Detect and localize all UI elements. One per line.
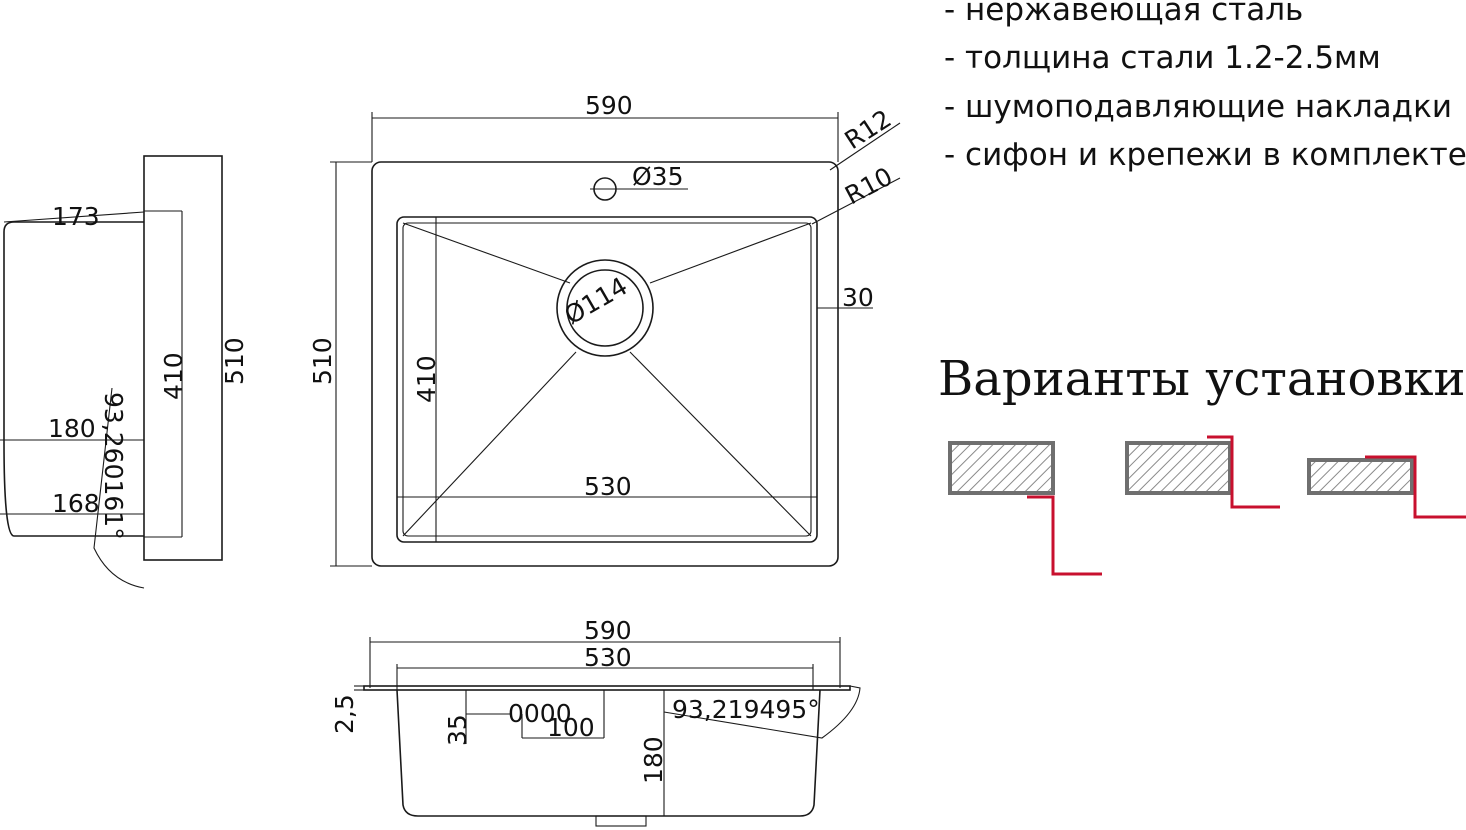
sink-mount-line xyxy=(1365,455,1466,519)
sink-mount-line xyxy=(1207,435,1280,509)
dim-side-angle: 93,260161° xyxy=(99,392,128,540)
dim-drain: Ø114 xyxy=(560,271,633,330)
dim-faucet-hole: Ø35 xyxy=(632,162,684,191)
radius-leader xyxy=(811,177,901,225)
slope-line xyxy=(402,222,571,284)
dim-173: 173 xyxy=(52,202,100,231)
dim-overflow-height: 35 xyxy=(443,714,472,746)
spec-item-siphon: - сифон и крепежи в комплекте xyxy=(944,137,1466,173)
install-variant-1 xyxy=(948,441,1102,576)
dim-overflow-width: 100 xyxy=(547,713,595,742)
dim-front-overall-width: 590 xyxy=(584,616,632,645)
dim-180: 180 xyxy=(48,414,96,443)
dim-rim-width: 30 xyxy=(842,283,874,312)
sink-bowl-inner xyxy=(402,222,812,537)
countertop-section xyxy=(948,441,1055,495)
angle-arc xyxy=(93,387,145,589)
flange-plate xyxy=(143,155,223,561)
dim-front-bowl-width: 530 xyxy=(584,643,632,672)
bowl-profile xyxy=(3,221,144,537)
front-view: 590 530 2,5 0000 35 100 180 93,219495° xyxy=(330,616,861,827)
sink-rim xyxy=(371,161,839,567)
dim-line xyxy=(3,211,145,223)
dim-bowl-depth: 410 xyxy=(412,355,441,403)
slope-line xyxy=(629,351,812,537)
install-variant-3 xyxy=(1307,455,1466,519)
drain-outer xyxy=(556,259,654,357)
dim-168: 168 xyxy=(52,489,100,518)
install-variant-2 xyxy=(1125,435,1280,509)
dim-overall-width: 590 xyxy=(585,91,633,120)
side-view: 410 510 173 180 168 93,260161° xyxy=(0,155,249,589)
slope-line xyxy=(649,222,812,284)
radius-leader xyxy=(829,122,901,171)
dim-overall-depth: 510 xyxy=(220,337,249,385)
drain-inner xyxy=(566,269,644,347)
spec-list: - нержавеющая сталь - толщина стали 1.2-… xyxy=(944,0,1466,173)
sink-bowl xyxy=(396,216,818,543)
drain-outlet xyxy=(595,815,647,827)
spec-item-thickness: - толщина стали 1.2-2.5мм xyxy=(944,40,1381,76)
dim-outer-radius: R12 xyxy=(839,104,896,155)
dim-inner-radius: R10 xyxy=(840,162,897,211)
dim-rim-thickness: 2,5 xyxy=(330,694,359,734)
countertop-section xyxy=(1125,441,1232,495)
dim-front-depth: 180 xyxy=(639,736,668,784)
slope-line xyxy=(402,351,577,537)
install-heading: Варианты установки xyxy=(938,351,1465,407)
front-rim xyxy=(363,685,851,691)
top-view: 590 510 410 530 Ø114 Ø35 R12 xyxy=(308,91,901,567)
overflow-slot-icon: 0000 xyxy=(508,699,572,728)
dim-front-angle: 93,219495° xyxy=(672,695,820,724)
dim-overall-depth: 510 xyxy=(308,337,337,385)
spec-item-material: - нержавеющая сталь xyxy=(944,0,1303,28)
angle-arc xyxy=(663,685,861,739)
dim-inner-depth: 410 xyxy=(159,352,188,400)
dim-bowl-width: 530 xyxy=(584,472,632,501)
sink-mount-line xyxy=(1027,495,1102,576)
spec-item-noise-pads: - шумоподавляющие накладки xyxy=(944,89,1452,125)
countertop-section xyxy=(1307,458,1414,495)
